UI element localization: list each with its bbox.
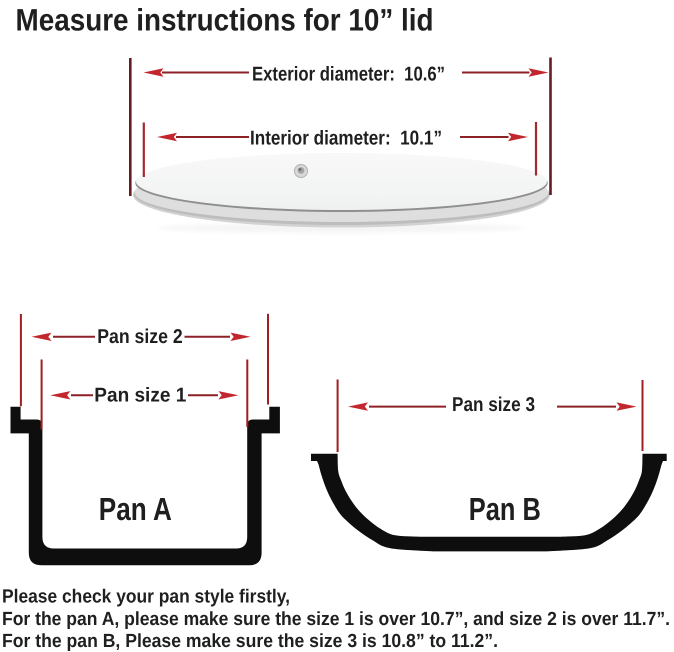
- svg-text:For the pan A, please make sur: For the pan A, please make sure the size…: [2, 609, 670, 630]
- svg-text:Pan size 2: Pan size 2: [97, 326, 183, 348]
- svg-text:Please check your pan style fi: Please check your pan style firstly,: [2, 587, 290, 608]
- svg-text:Pan size 3: Pan size 3: [452, 394, 535, 416]
- svg-text:For the pan B, Please make sur: For the pan B, Please make sure the size…: [2, 631, 498, 652]
- svg-text:Pan size 1: Pan size 1: [94, 385, 186, 407]
- svg-text:Interior diameter: 10.1”: Interior diameter: 10.1”: [250, 128, 442, 150]
- svg-text:Measure instructions for 10” l: Measure instructions for 10” lid: [16, 3, 434, 38]
- svg-text:Exterior diameter: 10.6”: Exterior diameter: 10.6”: [252, 64, 445, 86]
- svg-text:Pan B: Pan B: [469, 491, 541, 527]
- svg-text:Pan A: Pan A: [99, 491, 172, 527]
